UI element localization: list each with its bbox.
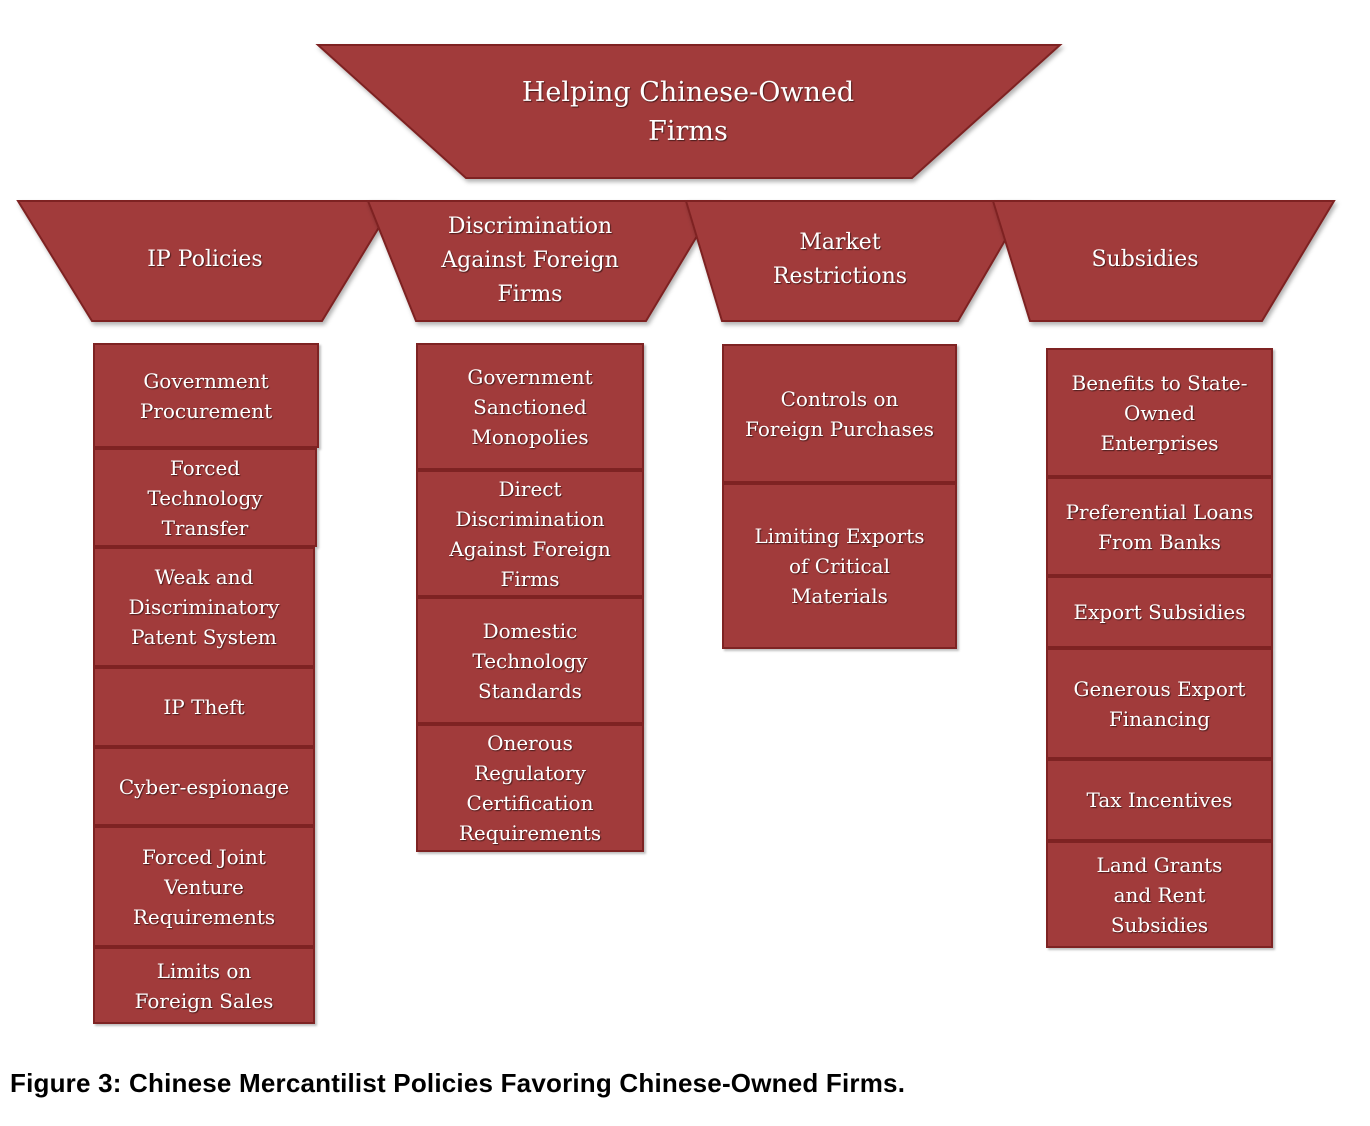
market-item-controls-foreign-purchases: Controls on Foreign Purchases xyxy=(722,344,957,483)
disc-item-direct-discrimination: Direct Discrimination Against Foreign Fi… xyxy=(416,470,644,597)
ip-item-limits-foreign-sales: Limits on Foreign Sales xyxy=(93,947,315,1024)
category-trapezoid-discrimination xyxy=(366,200,720,322)
category-trapezoid-ip-policies xyxy=(16,200,397,322)
subsidy-item-export-financing: Generous Export Financing xyxy=(1046,648,1273,759)
subsidy-item-tax-incentives: Tax Incentives xyxy=(1046,759,1273,841)
category-title-discrimination: Discrimination Against Foreign Firms xyxy=(441,213,619,308)
subsidy-item-preferential-loans: Preferential Loans From Banks xyxy=(1046,477,1273,576)
disc-item-sanctioned-monopolies: Government Sanctioned Monopolies xyxy=(416,343,644,470)
category-trapezoid-subsidies xyxy=(991,200,1336,322)
subsidy-item-land-grants: Land Grants and Rent Subsidies xyxy=(1046,841,1273,948)
top-title: Helping Chinese-Owned Firms xyxy=(521,76,855,147)
ip-item-weak-patent-system: Weak and Discriminatory Patent System xyxy=(93,547,315,667)
ip-item-forced-joint-venture: Forced Joint Venture Requirements xyxy=(93,826,315,947)
ip-item-forced-technology-transfer: Forced Technology Transfer xyxy=(93,448,317,547)
ip-item-government-procurement: Government Procurement xyxy=(93,343,319,448)
subsidy-item-state-owned-enterprises: Benefits to State- Owned Enterprises xyxy=(1046,348,1273,477)
category-trapezoid-market-restrictions xyxy=(684,200,1030,322)
market-item-limiting-exports: Limiting Exports of Critical Materials xyxy=(722,483,957,649)
ip-item-ip-theft: IP Theft xyxy=(93,667,315,747)
category-title-ip-policies: IP Policies xyxy=(147,246,263,272)
figure-caption: Figure 3: Chinese Mercantilist Policies … xyxy=(10,1068,906,1098)
disc-item-regulatory-certification: Onerous Regulatory Certification Require… xyxy=(416,724,644,852)
category-title-subsidies: Subsidies xyxy=(1091,246,1199,272)
ip-item-cyber-espionage: Cyber-espionage xyxy=(93,747,315,826)
disc-item-domestic-technology-standards: Domestic Technology Standards xyxy=(416,597,644,724)
subsidy-item-export-subsidies: Export Subsidies xyxy=(1046,576,1273,648)
category-title-market-restrictions: Market Restrictions xyxy=(772,229,908,289)
top-trapezoid xyxy=(315,44,1063,179)
